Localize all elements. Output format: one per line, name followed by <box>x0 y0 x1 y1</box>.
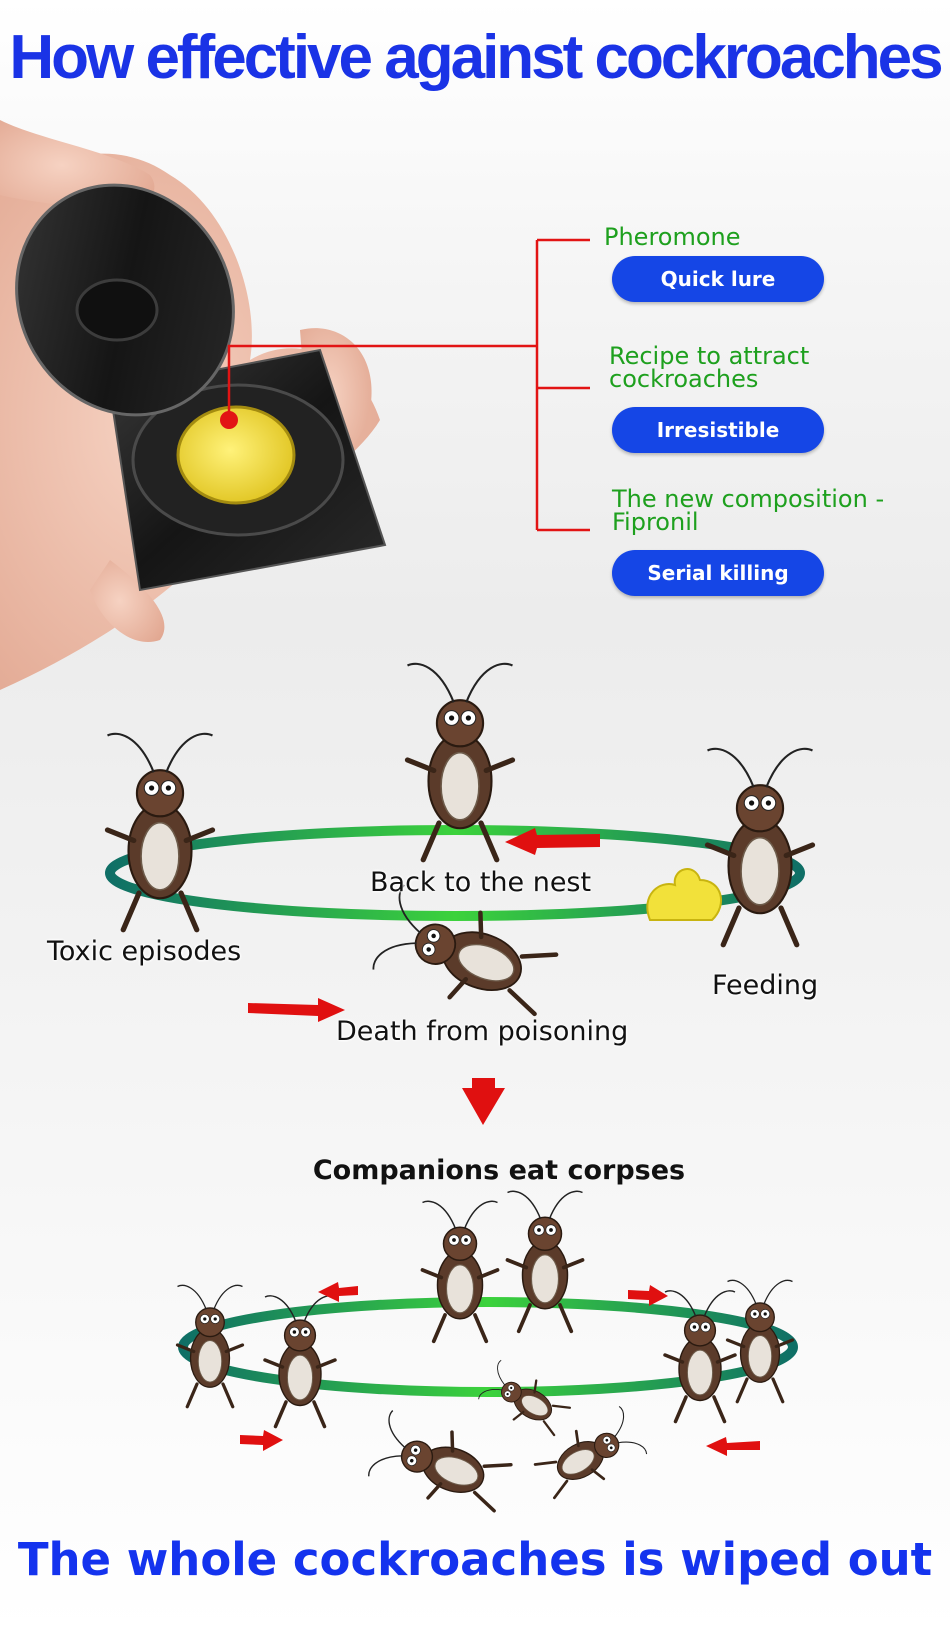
badge-irresistible: Irresistible <box>612 407 824 453</box>
feature-label-pheromone: Pheromone <box>604 223 741 251</box>
feature-label-fipronil: The new composition - Fipronil <box>612 485 885 536</box>
feature-label-recipe: Recipe to attract cockroaches <box>609 342 810 393</box>
connector-lines <box>227 238 590 532</box>
cockroach-companion-2 <box>505 1189 585 1334</box>
footer-title: The whole cockroaches is wiped out <box>17 1533 933 1586</box>
bait-gel-icon <box>176 405 296 505</box>
hand-with-bait-station-illustration <box>0 120 590 690</box>
red-arrow-icon <box>248 828 600 1125</box>
bait-blob-icon <box>646 868 722 921</box>
badge-quick-lure: Quick lure <box>612 256 824 302</box>
cockroach-dead-2 <box>365 1408 517 1523</box>
cycle-label-death: Death from poisoning <box>336 1016 629 1047</box>
cockroach-dead-4 <box>476 1358 575 1442</box>
cycle-ring <box>105 825 805 921</box>
cycle-label-back-to-nest: Back to the nest <box>370 867 592 898</box>
cockroach-companion-1 <box>420 1199 500 1344</box>
cockroach-dead-3 <box>529 1404 649 1507</box>
cycle-label-toxic-episodes: Toxic episodes <box>47 936 242 967</box>
page-title: How effective against cockroaches <box>9 23 943 92</box>
cockroach-dead-icon <box>372 885 561 1027</box>
cycle-label-feeding: Feeding <box>712 970 819 1001</box>
hand-lower-finger <box>90 560 165 642</box>
red-arrow-small-icon <box>240 1282 760 1456</box>
badge-serial-killing: Serial killing <box>612 550 824 596</box>
section-subtitle: Companions eat corpses <box>312 1155 686 1186</box>
